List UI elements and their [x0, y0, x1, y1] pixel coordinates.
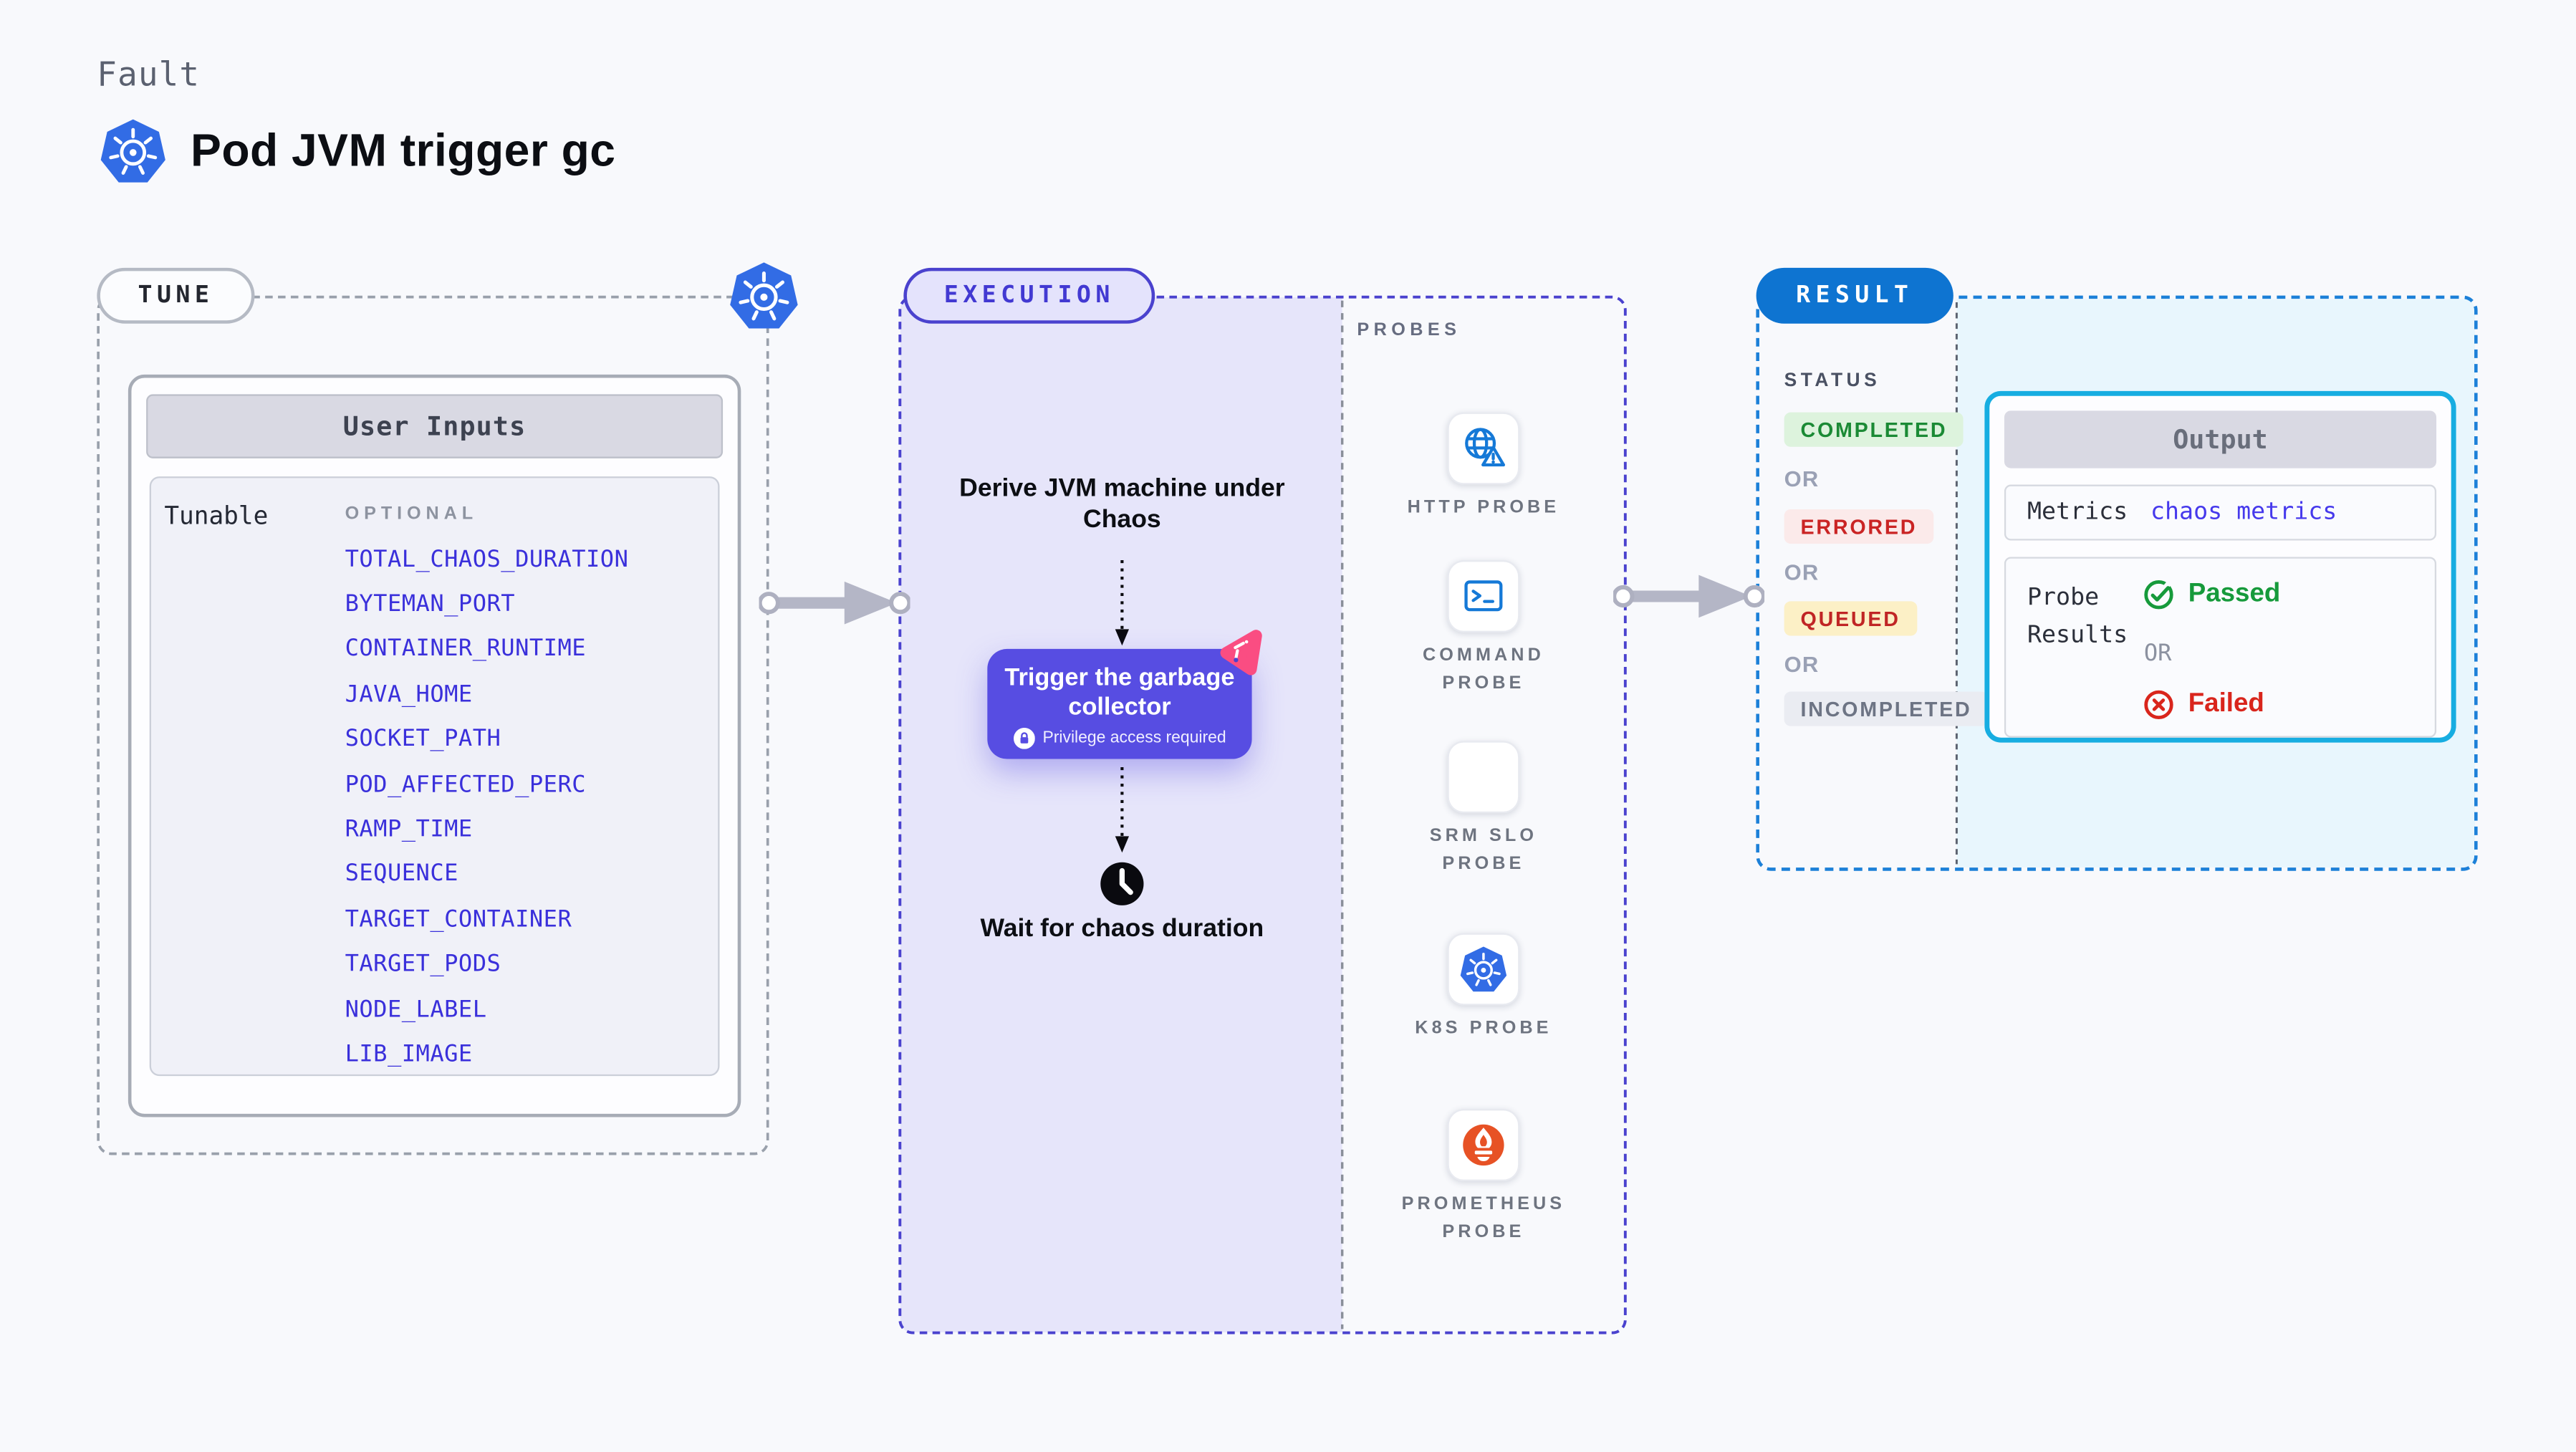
srm-slo-probe-card — [1447, 741, 1520, 814]
result-dashed-box — [1756, 295, 2478, 871]
passed-text: Passed — [2188, 580, 2281, 608]
command-probe-card — [1447, 560, 1520, 633]
probes-column-label: PROBES — [1357, 320, 1461, 340]
execution-dashed-box — [898, 295, 1627, 1335]
env-var: TARGET_PODS — [345, 951, 501, 979]
user-inputs-list: Tunable OPTIONAL TOTAL_CHAOS_DURATION BY… — [149, 476, 720, 1077]
down-arrow-icon — [1112, 766, 1133, 855]
env-var: JAVA_HOME — [345, 681, 473, 708]
tune-to-execution-arrow — [759, 580, 910, 626]
output-title: Output — [2004, 410, 2437, 468]
slo-check-icon — [1459, 752, 1509, 802]
privilege-note: Privilege access required — [987, 727, 1251, 749]
prometheus-icon — [1459, 1120, 1509, 1170]
fault-kicker: Fault — [97, 54, 201, 94]
execution-section-pill: EXECUTION — [903, 267, 1155, 324]
derive-step-label: Derive JVM machine under Chaos — [959, 474, 1285, 534]
result-section-pill: RESULT — [1756, 267, 1953, 324]
status-badge-queued: QUEUED — [1784, 601, 1917, 636]
probe-label: SRM SLO PROBE — [1429, 826, 1538, 875]
env-var: NODE_LABEL — [345, 996, 487, 1023]
status-column-label: STATUS — [1784, 371, 1881, 391]
check-circle-icon — [2143, 578, 2176, 611]
user-inputs-title: User Inputs — [146, 394, 724, 458]
or-label: OR — [1784, 652, 1820, 677]
output-card: Output Metrics chaos metrics Probe Resul… — [1984, 390, 2456, 743]
terminal-icon — [1459, 572, 1509, 621]
page-title: Pod JVM trigger gc — [191, 125, 616, 176]
prometheus-probe-card — [1447, 1109, 1520, 1181]
or-label: OR — [1784, 466, 1820, 491]
probe-label: PROMETHEUS PROBE — [1401, 1194, 1566, 1242]
optional-column-label: OPTIONAL — [345, 504, 479, 524]
env-var-list: TOTAL_CHAOS_DURATION BYTEMAN_PORT CONTAI… — [345, 537, 629, 1077]
env-var: CONTAINER_RUNTIME — [345, 636, 587, 663]
k8s-probe-card — [1447, 933, 1520, 1006]
clock-icon — [1097, 859, 1147, 908]
http-probe-card — [1447, 412, 1520, 485]
env-var: TOTAL_CHAOS_DURATION — [345, 546, 629, 573]
x-circle-icon — [2143, 688, 2176, 721]
status-badge-errored: ERRORED — [1784, 509, 1934, 544]
env-var: RAMP_TIME — [345, 816, 473, 843]
trigger-gc-title: Trigger the garbage collector — [1004, 663, 1235, 721]
lock-icon — [1013, 727, 1034, 749]
env-var: BYTEMAN_PORT — [345, 591, 516, 618]
user-inputs-card: User Inputs Tunable OPTIONAL TOTAL_CHAOS… — [128, 374, 741, 1117]
probe-label: HTTP PROBE — [1407, 497, 1560, 518]
trigger-gc-node: Trigger the garbage collector Privilege … — [987, 648, 1252, 759]
kubernetes-icon — [99, 117, 168, 186]
or-label: OR — [1784, 560, 1820, 585]
probe-results-label: Probe Results — [2027, 585, 2128, 649]
probe-label: COMMAND PROBE — [1422, 645, 1544, 693]
probe-results-row: Probe Results Passed OR Failed — [2004, 557, 2437, 738]
or-label: OR — [2143, 640, 2172, 668]
tune-section-pill: TUNE — [97, 267, 255, 324]
env-var: TARGET_CONTAINER — [345, 906, 572, 933]
passed-verdict: Passed — [2143, 578, 2281, 611]
failed-verdict: Failed — [2143, 688, 2264, 721]
probe-label: K8S PROBE — [1415, 1018, 1552, 1039]
tunable-label: Tunable — [164, 501, 269, 531]
env-var: LIB_IMAGE — [345, 1041, 473, 1068]
wait-step-label: Wait for chaos duration — [980, 915, 1264, 943]
failed-text: Failed — [2188, 690, 2264, 718]
kubernetes-icon — [728, 259, 800, 332]
kubernetes-icon — [1459, 945, 1509, 994]
metrics-label: Metrics — [2027, 499, 2128, 526]
env-var: SOCKET_PATH — [345, 726, 501, 753]
execution-panel-fill — [900, 297, 1342, 1332]
chaos-mark-icon — [1217, 628, 1265, 675]
metrics-value: chaos metrics — [2150, 499, 2337, 526]
env-var: SEQUENCE — [345, 861, 458, 888]
globe-alert-icon — [1459, 424, 1509, 473]
status-badge-completed: COMPLETED — [1784, 412, 1964, 447]
probes-to-result-arrow — [1613, 573, 1764, 619]
status-badge-incompleted: INCOMPLETED — [1784, 691, 1989, 726]
down-arrow-icon — [1112, 559, 1133, 648]
metrics-row: Metrics chaos metrics — [2004, 484, 2437, 541]
privilege-note-text: Privilege access required — [1042, 729, 1226, 748]
tune-dashed-box — [97, 295, 769, 1155]
env-var: POD_AFFECTED_PERC — [345, 771, 587, 798]
